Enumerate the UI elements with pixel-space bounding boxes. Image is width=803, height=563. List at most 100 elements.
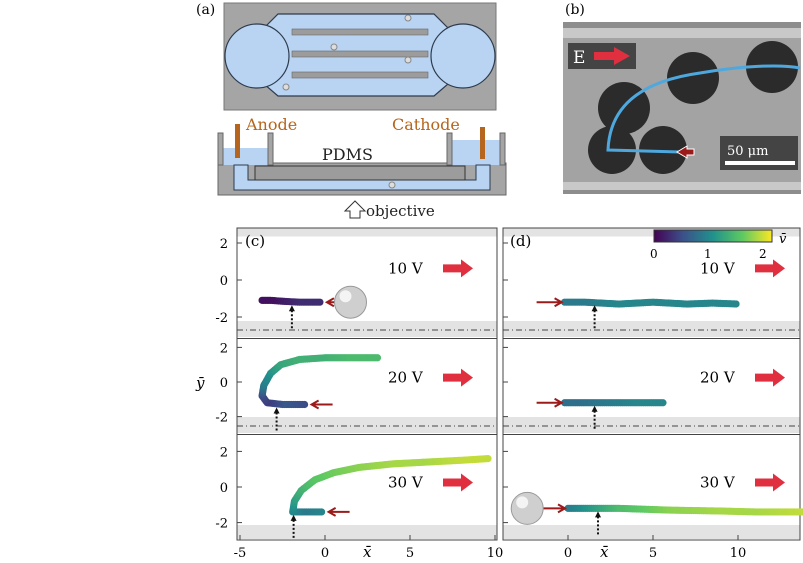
x-tick-label: 0 [321, 546, 329, 561]
trajectory-point [659, 399, 667, 407]
particle [404, 14, 412, 22]
arrow-up-icon [273, 407, 280, 414]
particle [404, 56, 412, 64]
voltage-label: 30 V [388, 474, 424, 492]
x-axis-label-c: x̄ [363, 543, 372, 561]
y-tick-label: 2 [220, 445, 228, 460]
x-tick-label: 5 [649, 546, 657, 561]
arrow-up-icon [591, 405, 598, 412]
scale-bar-label: 50 μm [727, 144, 768, 159]
inlet-arrow-icon [309, 399, 333, 410]
inlet-arrow-icon [326, 507, 350, 517]
panel-d-frame [502, 227, 801, 541]
outlet-reservoir [430, 23, 496, 89]
arrow-up-icon [591, 305, 598, 312]
wall-band [503, 228, 800, 237]
trajectory-point [484, 455, 492, 463]
cathode-well-liquid [452, 140, 500, 165]
wall-band [237, 525, 497, 539]
x-axis-label-d: x̄ [600, 543, 609, 561]
trajectory-point [373, 354, 382, 362]
colorbar-tick: 1 [704, 247, 712, 261]
colorbar-tick: 2 [759, 247, 767, 261]
panel-a: (a) Anode Cathode PDMS objective [196, 2, 507, 220]
scale-bar [725, 161, 795, 165]
red-arrow-icon [676, 145, 695, 159]
field-arrow-icon [755, 368, 785, 387]
anode-well-liquid [222, 148, 270, 165]
wall-band [503, 525, 800, 539]
x-tick-label: 10 [487, 546, 504, 561]
well-wall [446, 132, 453, 166]
field-arrow-icon [594, 47, 630, 65]
voltage-label: 10 V [700, 259, 736, 277]
channel-wall-bottom [563, 182, 801, 190]
colorbar-tick: 0 [650, 247, 658, 261]
particle [330, 43, 338, 51]
cathode-label: Cathode [392, 115, 460, 134]
colloid-sphere [510, 491, 544, 525]
colloid-sphere [334, 285, 367, 319]
field-arrow-icon [443, 473, 473, 492]
x-tick-label: -5 [234, 546, 247, 561]
pdms-label: PDMS [322, 145, 373, 164]
arrow-up-icon [290, 514, 297, 521]
y-tick-label: 2 [220, 341, 228, 356]
anode-label: Anode [245, 115, 297, 134]
voltage-label: 20 V [700, 369, 736, 387]
panel-c-label: (c) [245, 232, 265, 250]
trajectory-point [732, 300, 740, 308]
y-tick-label: 0 [220, 481, 228, 496]
inlet-arrow-icon [540, 503, 568, 514]
sphere-highlight [339, 290, 352, 303]
anode-electrode [235, 124, 240, 158]
wall-band [503, 417, 800, 433]
arrow-up-icon [288, 305, 295, 312]
field-arrow-icon [755, 259, 785, 278]
wall-band [237, 228, 497, 237]
y-tick-label: -2 [215, 411, 228, 426]
cathode-electrode [480, 127, 485, 159]
x-tick-label: 0 [564, 546, 572, 561]
y-tick-label: -2 [215, 517, 228, 532]
well-wall [499, 132, 506, 166]
arrow-up-icon [595, 511, 601, 518]
trajectory-point [258, 296, 266, 304]
panel-d-label: (d) [510, 232, 531, 250]
y-axis-label: ȳ [195, 374, 205, 392]
voltage-label: 30 V [700, 474, 736, 492]
sphere-highlight [516, 496, 529, 509]
x-tick-label: 5 [406, 546, 414, 561]
channel-wall-top [563, 28, 801, 38]
panel-b-label: (b) [565, 2, 585, 18]
wall-band [237, 417, 497, 433]
field-arrow-icon [443, 259, 473, 278]
pillar-bar [291, 28, 429, 36]
particle-trajectory [606, 64, 801, 154]
well-wall [217, 132, 224, 166]
y-tick-label: 0 [220, 376, 228, 391]
voltage-label: 10 V [388, 259, 424, 277]
panel-c-frame [236, 227, 498, 541]
particle [282, 83, 290, 91]
field-label: E [573, 48, 585, 68]
particle [388, 181, 396, 189]
panel-a-label: (a) [196, 2, 215, 18]
voltage-label: 20 V [388, 369, 424, 387]
y-tick-label: 2 [220, 237, 228, 252]
up-arrow-icon [343, 200, 367, 219]
pdms-block [254, 165, 466, 181]
colorbar-label: v̄ [779, 232, 787, 247]
trajectory-point [800, 508, 803, 516]
inlet-arrow-icon [536, 297, 564, 308]
y-tick-label: -2 [215, 311, 228, 326]
y-tick-label: 0 [220, 274, 228, 289]
inlet-reservoir [224, 23, 290, 89]
inlet-arrow-icon [536, 397, 564, 408]
panel-b: (b) E 50 μm [563, 2, 801, 194]
colloid [639, 126, 687, 174]
field-arrow-icon [443, 368, 473, 387]
channel-side [233, 164, 491, 191]
